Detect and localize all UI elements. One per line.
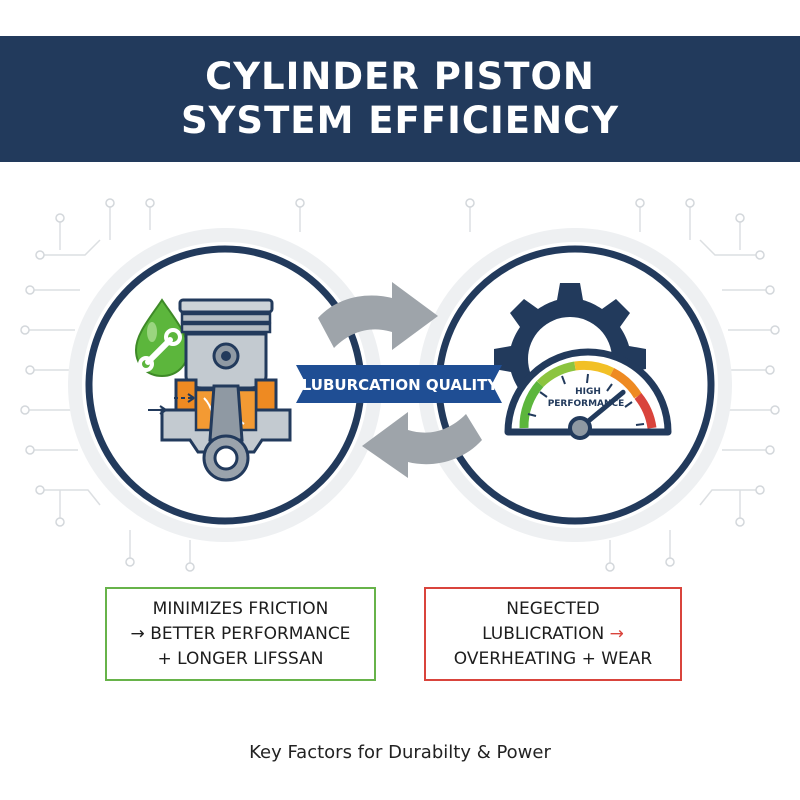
warning-line-3: OVERHEATING + WEAR <box>453 648 653 669</box>
lubrication-quality-label: LUBURCATION QUALITY <box>302 376 500 394</box>
warning-line-1: NEGECTED <box>506 598 600 619</box>
benefit-box: MINIMIZES FRICTION → BETTER PERFORMANCE … <box>105 587 376 681</box>
warning-arrow-icon: → <box>609 623 624 644</box>
wrench-icon <box>138 328 182 372</box>
benefit-line-3: + LONGER LIFSSAN <box>157 648 324 669</box>
circuit-nodes <box>20 198 780 572</box>
title-line-2: SYSTEM EFFICIENCY <box>180 99 619 142</box>
circuit-background <box>25 205 775 565</box>
title-banner: CYLINDER PISTON SYSTEM EFFICIENCY <box>0 36 800 162</box>
piston-icon <box>148 298 292 482</box>
footer-caption: Key Factors for Durabilty & Power <box>249 742 551 763</box>
warning-line-2-text: LUBLICRATION <box>482 623 605 644</box>
benefit-line-1: MINIMIZES FRICTION <box>152 598 329 619</box>
warning-box: NEGECTED LUBLICRATION → OVERHEATING + WE… <box>424 587 682 681</box>
gauge-label-line-1: HIGH <box>575 387 601 397</box>
gauge-icon: HIGH PERFORMANCE <box>504 348 672 440</box>
benefit-line-2: → BETTER PERFORMANCE <box>130 623 351 644</box>
warning-line-2: LUBLICRATION → <box>482 622 624 647</box>
lubrication-quality-banner: LUBURCATION QUALITY <box>296 365 502 403</box>
title-line-1: CYLINDER PISTON <box>205 55 595 98</box>
cycle-arrows-icon <box>318 282 482 478</box>
gauge-label-line-2: PERFORMANCE <box>548 399 625 409</box>
